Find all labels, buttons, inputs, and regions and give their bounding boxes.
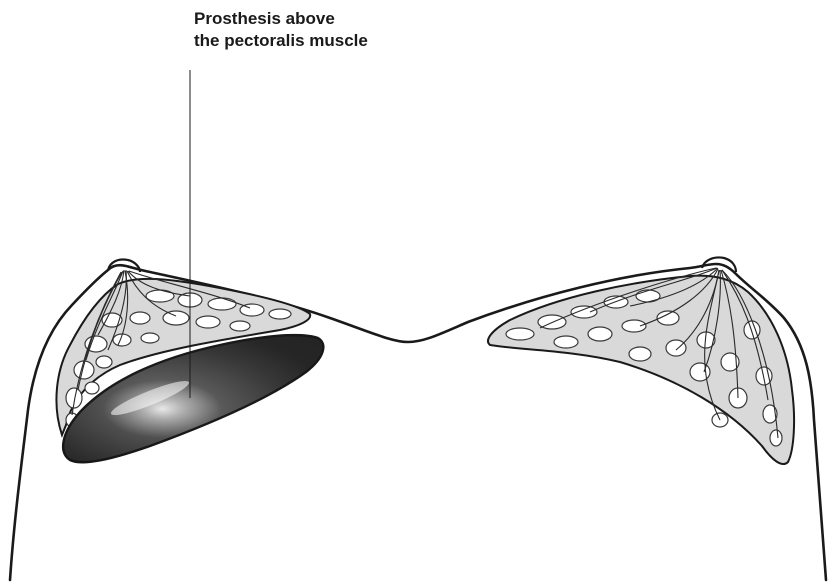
right-gland-tissue [488,268,794,464]
